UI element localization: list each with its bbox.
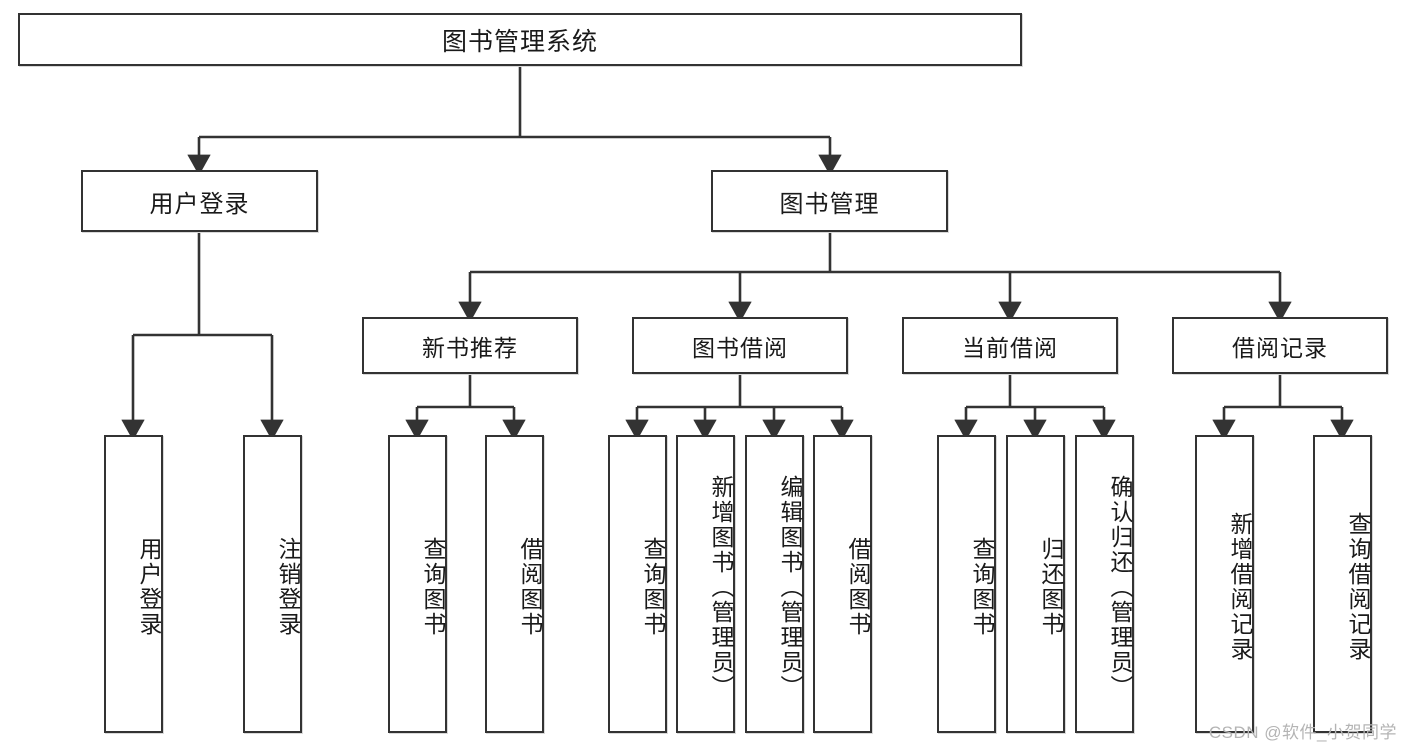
- node-label: 用户登录: [149, 190, 250, 218]
- node-label: 新增借阅记录: [1227, 512, 1253, 662]
- node-label: 新增图书（管理员）: [708, 474, 734, 700]
- node-label: 注销登录: [275, 537, 301, 637]
- node-leaf-user-login[interactable]: 用户登录: [104, 435, 163, 733]
- node-book-manage[interactable]: 图书管理: [711, 170, 948, 232]
- node-leaf-borrow-book-1[interactable]: 借阅图书: [485, 435, 544, 733]
- node-label: 借阅图书: [517, 537, 543, 637]
- node-label: 确认归还（管理员）: [1107, 474, 1133, 700]
- node-user-login[interactable]: 用户登录: [81, 170, 318, 232]
- node-leaf-query-book-1[interactable]: 查询图书: [388, 435, 447, 733]
- node-label: 新书推荐: [422, 334, 518, 361]
- node-leaf-edit-book[interactable]: 编辑图书（管理员）: [745, 435, 804, 733]
- node-label: 借阅记录: [1232, 334, 1328, 361]
- node-label: 图书管理系统: [441, 27, 598, 56]
- node-leaf-query-book-3[interactable]: 查询图书: [937, 435, 996, 733]
- node-current-borrow[interactable]: 当前借阅: [902, 317, 1118, 374]
- node-label: 查询图书: [969, 537, 995, 637]
- node-leaf-return-book[interactable]: 归还图书: [1006, 435, 1065, 733]
- csdn-watermark: CSDN @软件_小贺同学: [1208, 723, 1397, 742]
- node-leaf-query-book-2[interactable]: 查询图书: [608, 435, 667, 733]
- node-new-book-recommend[interactable]: 新书推荐: [362, 317, 578, 374]
- node-label: 查询图书: [420, 537, 446, 637]
- node-label: 查询借阅记录: [1345, 512, 1371, 662]
- node-leaf-query-record[interactable]: 查询借阅记录: [1313, 435, 1372, 733]
- node-label: 归还图书: [1038, 537, 1064, 637]
- node-label: 图书管理: [779, 190, 880, 218]
- node-leaf-borrow-book-2[interactable]: 借阅图书: [813, 435, 872, 733]
- node-root-system[interactable]: 图书管理系统: [18, 13, 1022, 66]
- node-book-borrow[interactable]: 图书借阅: [632, 317, 848, 374]
- node-leaf-add-record[interactable]: 新增借阅记录: [1195, 435, 1254, 733]
- node-label: 当前借阅: [962, 334, 1058, 361]
- node-borrow-record[interactable]: 借阅记录: [1172, 317, 1388, 374]
- node-label: 编辑图书（管理员）: [777, 474, 803, 700]
- node-leaf-add-book[interactable]: 新增图书（管理员）: [676, 435, 735, 733]
- node-label: 查询图书: [640, 537, 666, 637]
- node-label: 用户登录: [136, 537, 162, 637]
- node-leaf-logout-login[interactable]: 注销登录: [243, 435, 302, 733]
- node-leaf-confirm-return[interactable]: 确认归还（管理员）: [1075, 435, 1134, 733]
- node-label: 图书借阅: [692, 334, 788, 361]
- node-label: 借阅图书: [845, 537, 871, 637]
